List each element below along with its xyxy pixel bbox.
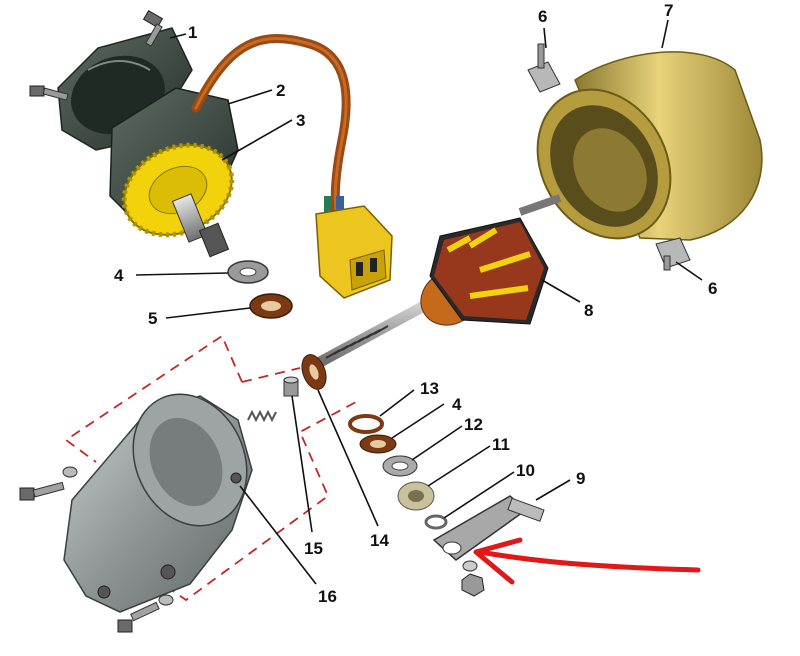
part-14-washer <box>301 354 327 390</box>
label-part-13: 13 <box>420 379 439 398</box>
cover-bolt-left <box>29 85 69 101</box>
part-3-worm-gear <box>121 142 235 258</box>
connector-plug <box>315 205 393 299</box>
part-15-thrust-ball <box>283 376 299 397</box>
part-labels: 1 2 3 4 5 6 7 6 8 9 10 11 12 4 13 14 15 … <box>114 1 717 606</box>
label-part-16: 16 <box>318 587 337 606</box>
part-11-bearing <box>397 481 435 511</box>
label-part-10: 10 <box>516 461 535 480</box>
label-part-7: 7 <box>664 1 673 20</box>
red-highlight-arrow <box>473 537 701 585</box>
label-part-5: 5 <box>148 309 157 328</box>
part-9-crank <box>432 495 545 561</box>
label-part-6-top: 6 <box>538 7 547 26</box>
label-part-4-lower: 4 <box>452 395 462 414</box>
label-part-12: 12 <box>464 415 483 434</box>
part-5-washer <box>249 293 293 319</box>
leader-lines <box>135 19 703 585</box>
label-part-9: 9 <box>576 469 585 488</box>
cover-bolt-top <box>142 9 164 47</box>
label-part-11: 11 <box>492 435 510 454</box>
label-part-8: 8 <box>584 301 593 320</box>
label-part-4-upper: 4 <box>114 266 124 285</box>
part-4-washer-upper <box>227 260 269 284</box>
part-7-stator-can <box>536 51 763 241</box>
part-16-gearbox-housing <box>63 393 253 613</box>
part-6-clip-top <box>527 43 561 93</box>
part-15-spring <box>247 409 277 423</box>
label-part-15: 15 <box>304 539 323 558</box>
label-part-3: 3 <box>296 111 305 130</box>
part-4-washer-lower <box>359 434 397 454</box>
label-part-1: 1 <box>188 23 197 42</box>
part-10-ring <box>424 514 448 530</box>
lead-wire <box>191 34 351 218</box>
assembly-dashed-lines <box>64 334 357 602</box>
label-part-6-bottom: 6 <box>708 279 717 298</box>
label-part-14: 14 <box>370 531 389 550</box>
part-12-bushing <box>382 455 418 477</box>
housing-bolt-bottom <box>117 594 174 633</box>
part-6-clip-bottom <box>655 237 691 271</box>
housing-bolt-left <box>19 466 78 501</box>
part-13-washer <box>348 414 384 434</box>
crank-nut <box>461 560 485 597</box>
part-8-armature <box>317 194 562 367</box>
label-part-2: 2 <box>276 81 285 100</box>
